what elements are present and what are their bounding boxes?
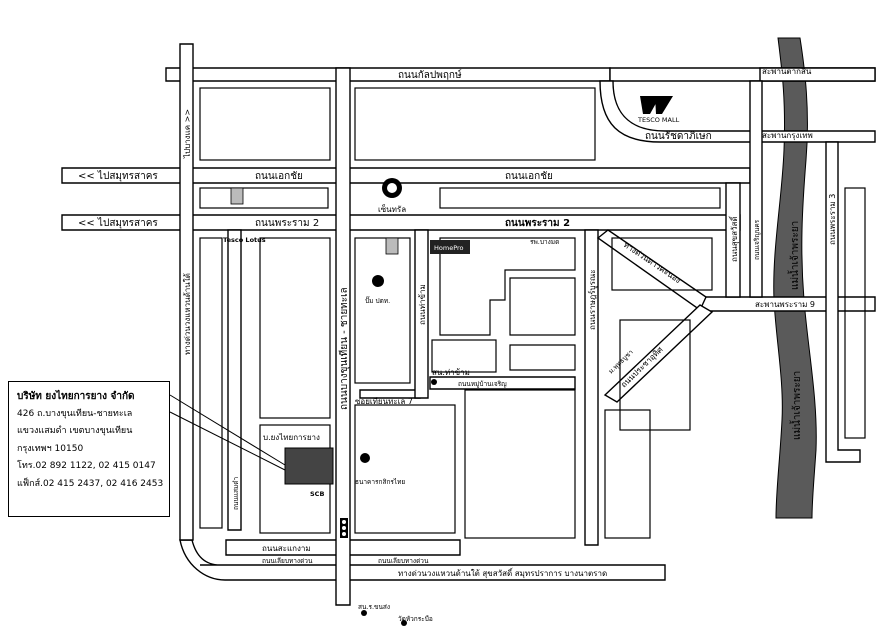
label-parallel-right: ถนนเลียบทางด่วน	[378, 557, 429, 565]
label-river-2: แม่น้ำเจ้าพระยา	[789, 371, 803, 440]
road-ekkachai	[61, 167, 751, 184]
callout-line	[169, 394, 286, 466]
road-ratchada	[599, 80, 876, 143]
label-nom-jaroen: ถนนหมู่บ้านเจริญ	[458, 380, 507, 388]
company-info-box: บริษัท ยงไทยการยาง จำกัด 426 ถ.บางขุนเที…	[8, 381, 170, 517]
road-outer-ring	[179, 43, 194, 541]
label-daokhanong: ทางด่วนดาวคะนอง	[622, 240, 683, 285]
label-to-samutsakhon-1: << ไปสมุทรสาคร	[78, 170, 158, 182]
block-m	[199, 237, 223, 529]
label-top-road: ถนนกัลปพฤกษ์	[398, 69, 462, 81]
label-police-thakham: สน.ท่าข้าม	[432, 368, 470, 377]
label-samae-dam: ถนนแสมดำ	[232, 477, 240, 510]
block-i	[431, 339, 497, 373]
block-h	[354, 404, 456, 534]
ptt-icon	[372, 275, 384, 287]
road-thakham	[414, 229, 429, 399]
label-ptt: ปั๊ม ปตท.	[365, 296, 390, 305]
label-tesco: Tesco Lotus	[223, 236, 266, 244]
block-b	[354, 87, 596, 161]
label-sakaengngam: ถนนสะแกงาม	[262, 544, 311, 553]
mall-logo-icon: TESCO MALL	[637, 96, 680, 124]
label-river-1: แม่น้ำเจ้าพระยา	[787, 221, 801, 290]
block-homepro-2	[509, 277, 576, 336]
company-name: บริษัท ยงไทยการยาง จำกัด	[17, 391, 135, 402]
traffic-light-icon	[340, 518, 348, 538]
central-logo-icon: เซ็นทรัล	[378, 178, 406, 214]
police-dot-icon	[431, 379, 437, 385]
wat-dot-icon	[401, 620, 407, 626]
label-suksawat: ถนนสุขสวัสดิ์	[728, 215, 739, 262]
homepro-logo-icon	[430, 240, 470, 254]
label-krungthep: สะพานกรุงเทพ	[762, 131, 813, 140]
block-j	[464, 389, 576, 539]
label-thakham: ถนนท่าข้าม	[418, 284, 427, 325]
chao-phraya-river	[773, 37, 817, 519]
road-bridge-taksin	[759, 67, 876, 82]
block-k	[604, 409, 651, 539]
company-address-1: 426 ถ.บางขุนเทียน-ชายทะเล	[17, 408, 133, 419]
callout-line-2	[169, 411, 286, 471]
label-rama9: สะพานพระราม 9	[755, 300, 815, 309]
road-rama3	[825, 141, 861, 463]
company-phone: โทร.02 892 1122, 02 415 0147	[17, 461, 156, 471]
svg-text:TESCO MALL: TESCO MALL	[637, 116, 680, 124]
road-bangkhunthian	[335, 67, 351, 606]
road-daokhanong	[596, 229, 707, 312]
road-phutthabucha	[584, 229, 599, 546]
label-yongthai: บ.ยงไทยการยาง	[263, 433, 320, 442]
label-homepro: HomePro	[434, 244, 464, 252]
label-police-bottom: สน.ร.ขนส่ง	[358, 603, 390, 611]
company-address-3: กรุงเทพฯ 10150	[17, 443, 84, 454]
block-d	[439, 187, 721, 209]
block-pracha	[509, 344, 576, 371]
police-bottom-dot-icon	[361, 610, 367, 616]
label-bottom-expressway: ทางด่วนวงแหวนด้านใต้ สุขสวัสดิ์ สมุทรปรา…	[398, 567, 607, 578]
label-outer-ring: ทางด่วนวงแหวนด้านใต้	[183, 273, 192, 355]
block-homepro	[439, 237, 576, 336]
road-nom-jaroen	[429, 376, 576, 390]
road-suksawat	[725, 182, 741, 298]
block-c	[199, 187, 329, 209]
label-bangkhunthian: ถนนบางขุนเทียน - ชายทะเล	[338, 287, 350, 410]
road-charoen-nakhon	[749, 80, 763, 298]
label-rama2-left: ถนนพระราม 2	[255, 218, 319, 229]
label-hospital: รพ.บางมด	[530, 238, 559, 246]
label-rama2-right: ถนนพระราม 2	[505, 218, 570, 229]
label-central: เซ็นทรัล	[378, 204, 406, 214]
block-l	[619, 319, 691, 431]
label-wat: วัดหัวกระบือ	[398, 615, 433, 623]
road-rama2	[61, 214, 741, 231]
company-address-2: แขวงแสมดำ เขตบางขุนเทียน	[17, 426, 133, 436]
factory-photo	[284, 447, 334, 485]
block-g	[354, 237, 411, 384]
road-prachauthit	[603, 304, 714, 403]
block-n	[611, 237, 713, 291]
label-parallel-left: ถนนเลียบทางด่วน	[262, 557, 313, 565]
label-rat-burana: ถนนราษฎร์บูรณะ	[587, 269, 598, 330]
label-to-bangkae: ไปบางแค >>	[183, 109, 192, 159]
block-a	[199, 87, 331, 161]
block-right-river	[844, 187, 866, 439]
label-ekkachai-left: ถนนเอกชัย	[255, 171, 303, 182]
label-ratchada: ถนนรัชดาภิเษก	[645, 131, 712, 142]
shop-logo-icon	[230, 187, 244, 205]
label-ekkachai-right: ถนนเอกชัย	[505, 171, 553, 182]
road-top	[165, 67, 611, 82]
label-scb: SCB	[310, 490, 324, 498]
kasikorn-logo-icon	[360, 453, 370, 463]
label-taksin: สะพานตากสิน	[762, 67, 812, 76]
shop-logo-icon-2	[385, 237, 399, 255]
label-soi: ซอยเทียนทะเล 7	[355, 397, 413, 406]
label-rama3: ถนนพระราม 3	[828, 194, 837, 245]
label-to-samutsakhon-2: << ไปสมุทรสาคร	[78, 217, 158, 229]
company-fax: แฟ็กส์.02 415 2437, 02 416 2453	[17, 478, 164, 489]
label-charoen-nakhon: ถนนเจริญนคร	[753, 219, 761, 260]
block-e	[259, 237, 331, 419]
label-kasikorn: ธนาคารกสิกรไทย	[355, 478, 405, 486]
